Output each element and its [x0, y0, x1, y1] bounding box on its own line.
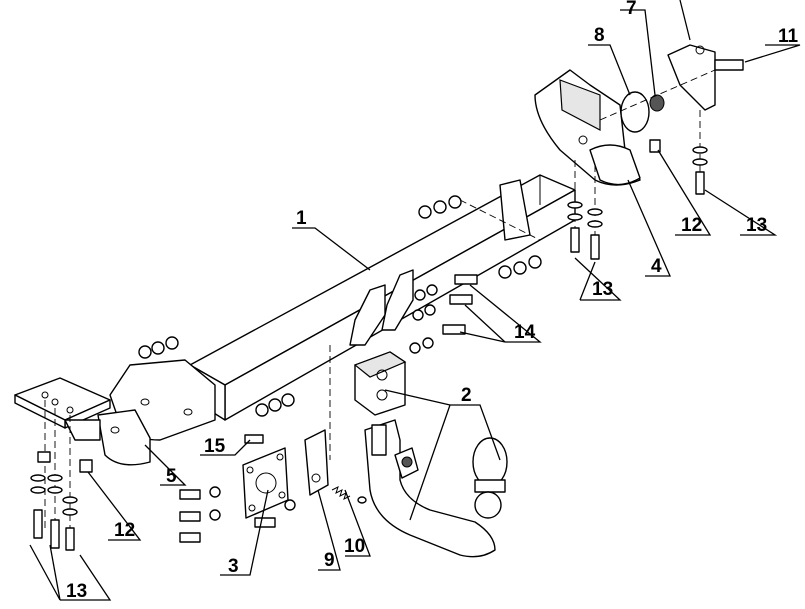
- callout-2: 2: [461, 385, 472, 406]
- callout-13-left: 13: [66, 581, 87, 602]
- leader-lines: [29, 0, 801, 601]
- callout-7: 7: [626, 0, 637, 19]
- callout-13-right: 13: [746, 215, 767, 236]
- callout-13-center: 13: [592, 279, 613, 300]
- left-mounting-plate: [14, 377, 111, 530]
- callout-8: 8: [594, 25, 605, 46]
- center-mount-brackets: [329, 269, 414, 460]
- bolts-14: [409, 274, 478, 354]
- left-bolt-stack: [30, 451, 93, 551]
- callout-12-right: 12: [681, 215, 702, 236]
- socket-plate: [242, 447, 289, 519]
- callout-15: 15: [204, 436, 226, 457]
- mount-plate-and-spring: [304, 429, 367, 504]
- callout-12-left: 12: [114, 520, 135, 541]
- right-top-bracket: [599, 44, 744, 185]
- left-side-bracket: [97, 359, 216, 466]
- right-bolt-stack: [567, 139, 708, 260]
- callout-labels: 1 2 3 4 5 7 8 9 10 11 12 12 13 13 13 14 …: [66, 0, 799, 602]
- callout-3: 3: [228, 556, 239, 577]
- socket-plate-bolts: [179, 434, 296, 543]
- callout-4: 4: [651, 256, 662, 277]
- callout-11: 11: [778, 26, 799, 47]
- callout-14: 14: [514, 322, 536, 343]
- callout-10: 10: [344, 536, 365, 557]
- socket-housing: [353, 351, 407, 416]
- right-side-bracket: [534, 69, 641, 240]
- callout-1: 1: [296, 208, 307, 229]
- callout-9: 9: [324, 550, 335, 571]
- callout-5: 5: [166, 466, 177, 487]
- beam-nuts: [138, 195, 542, 417]
- tow-ball-neck: [364, 419, 508, 558]
